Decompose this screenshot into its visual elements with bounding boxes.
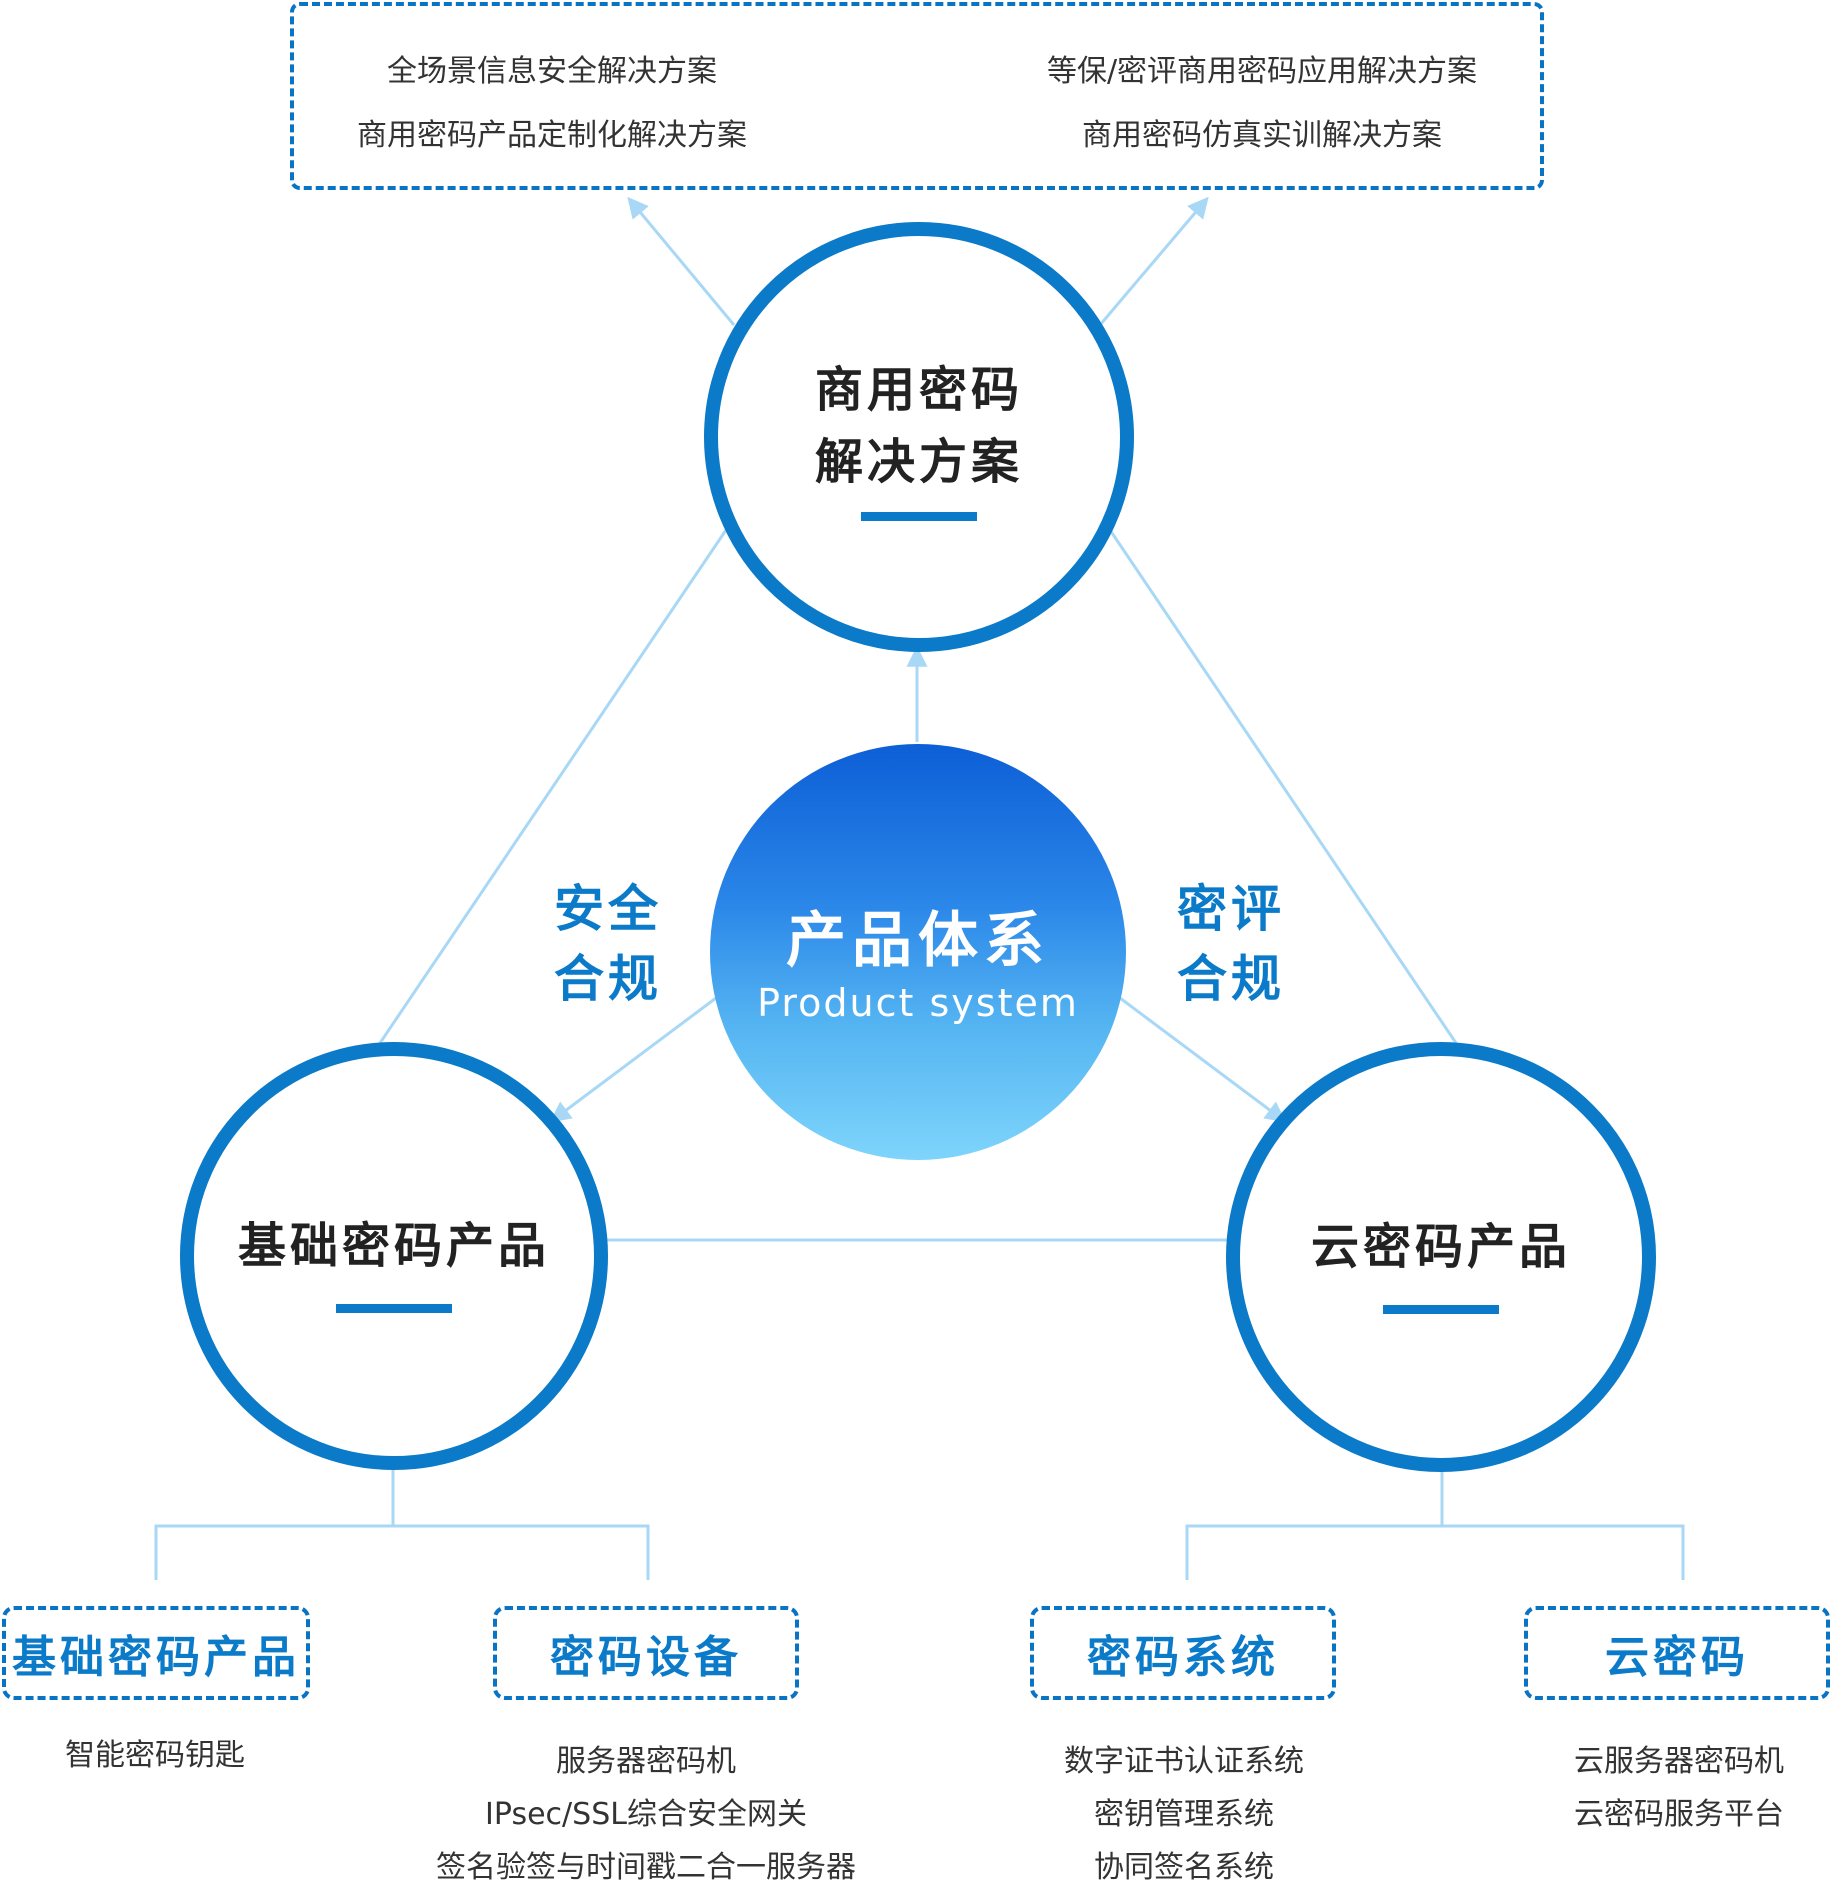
item-list-basic: 智能密码钥匙 <box>65 1729 245 1782</box>
circle-title: 云密码产品 <box>1310 1218 1571 1275</box>
center-subtitle: Product system <box>757 980 1079 1025</box>
edge-top-right <box>1108 529 1460 1047</box>
solution-item: 商用密码仿真实训解决方案 <box>1082 118 1442 153</box>
circle-title: 商用密码 解决方案 <box>815 354 1023 498</box>
item-list-devices: 服务器密码机 IPsec/SSL综合安全网关 签名验签与时间戳二合一服务器 <box>436 1735 856 1894</box>
title-underline <box>336 1303 452 1313</box>
label-line: 密评 <box>1177 880 1285 938</box>
product-system-center: 产品体系 Product system <box>710 744 1126 1160</box>
solution-item: 等保/密评商用密码应用解决方案 <box>1046 54 1478 89</box>
category-basic-crypto: 基础密码产品 <box>2 1606 310 1700</box>
assessment-compliance-label: 密评 合规 <box>1177 874 1285 1014</box>
cloud-crypto-products-circle: 云密码产品 <box>1226 1042 1656 1472</box>
solutions-box <box>290 2 1544 190</box>
arrow-center-left <box>549 996 717 1123</box>
list-item: IPsec/SSL综合安全网关 <box>485 1797 807 1832</box>
category-label: 密码系统 <box>1087 1632 1279 1683</box>
arrow-top-right <box>1098 196 1209 326</box>
title-underline <box>861 511 977 521</box>
category-crypto-systems: 密码系统 <box>1030 1606 1336 1700</box>
circle-title-line: 解决方案 <box>814 433 1023 490</box>
label-line: 安全 <box>554 880 662 938</box>
tree-right-b <box>1442 1524 1685 1580</box>
list-item: 签名验签与时间戳二合一服务器 <box>436 1850 856 1885</box>
list-item: 云服务器密码机 <box>1574 1744 1784 1779</box>
title-underline <box>1383 1304 1499 1314</box>
center-title: 产品体系 <box>786 905 1050 976</box>
label-line: 合规 <box>1177 950 1285 1008</box>
commercial-crypto-solution-circle: 商用密码 解决方案 <box>704 222 1134 652</box>
tree-left <box>154 1466 395 1580</box>
category-label: 密码设备 <box>550 1632 742 1683</box>
item-list-cloud: 云服务器密码机 云密码服务平台 <box>1574 1735 1784 1841</box>
circle-title-line: 商用密码 <box>814 361 1023 418</box>
list-item: 云密码服务平台 <box>1574 1797 1784 1832</box>
label-line: 合规 <box>554 950 662 1008</box>
category-crypto-devices: 密码设备 <box>493 1606 799 1700</box>
category-label: 云密码 <box>1605 1632 1749 1683</box>
list-item: 协同签名系统 <box>1094 1850 1274 1885</box>
solution-item: 商用密码产品定制化解决方案 <box>357 118 747 153</box>
list-item: 密钥管理系统 <box>1094 1797 1274 1832</box>
list-item: 智能密码钥匙 <box>65 1738 245 1773</box>
list-item: 数字证书认证系统 <box>1064 1744 1304 1779</box>
basic-crypto-products-circle: 基础密码产品 <box>180 1042 608 1470</box>
category-cloud-crypto: 云密码 <box>1524 1606 1830 1700</box>
security-compliance-label: 安全 合规 <box>554 874 662 1014</box>
category-label: 基础密码产品 <box>12 1632 300 1683</box>
tree-right <box>1185 1466 1444 1580</box>
item-list-systems: 数字证书认证系统 密钥管理系统 协同签名系统 <box>1064 1735 1304 1894</box>
list-item: 服务器密码机 <box>556 1744 736 1779</box>
tree-left-b <box>393 1524 650 1580</box>
circle-title: 基础密码产品 <box>237 1217 550 1274</box>
arrow-top-left <box>627 196 736 326</box>
arrow-center-right <box>1119 996 1287 1123</box>
solution-item: 全场景信息安全解决方案 <box>387 54 717 89</box>
edge-top-left <box>376 529 728 1047</box>
